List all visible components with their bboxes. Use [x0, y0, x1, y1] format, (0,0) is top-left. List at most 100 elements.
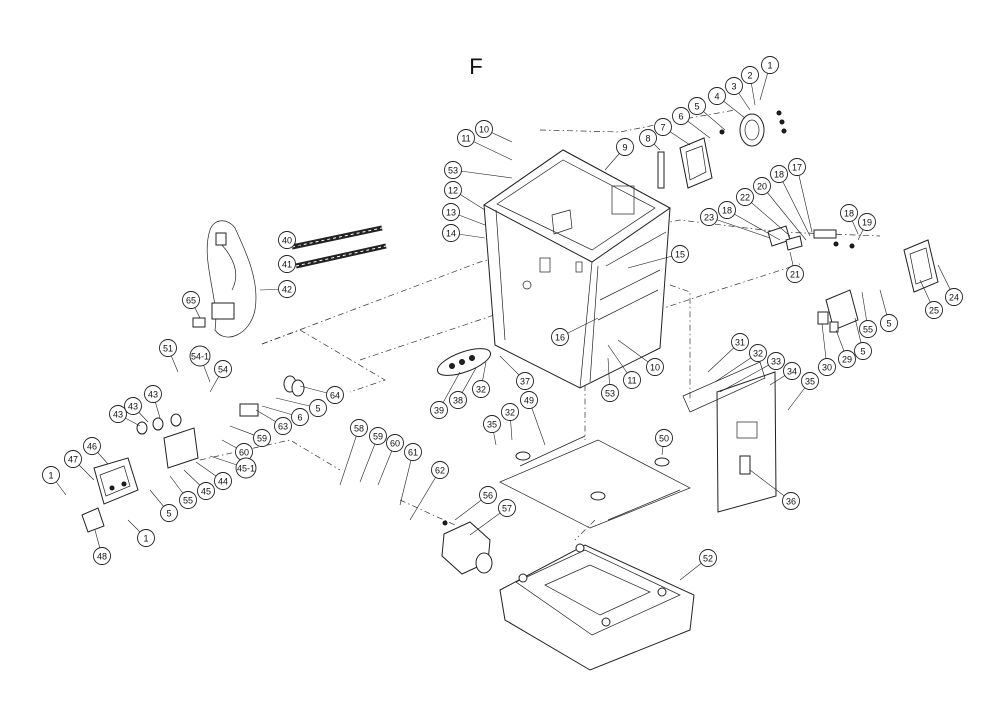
callout-58: 58 [339, 419, 368, 486]
dust-port-assembly [657, 110, 787, 189]
callout-number: 65 [186, 296, 196, 306]
callout-24: 24 [937, 264, 963, 306]
callout-number: 1 [48, 471, 53, 481]
callout-number: 18 [844, 209, 854, 219]
callout-18: 18 [770, 165, 811, 237]
callout-number: 50 [659, 434, 669, 444]
callout-6: 6 [261, 405, 309, 426]
callout-number: 59 [257, 434, 267, 444]
callout-circle [788, 158, 806, 176]
callout-number: 1 [143, 534, 148, 544]
callout-circle [444, 181, 462, 199]
callout-40: 40 [278, 231, 301, 249]
callout-number: 9 [622, 143, 627, 153]
drive-belts [291, 225, 387, 269]
callout-number: 5 [166, 509, 171, 519]
callout-49: 49 [520, 391, 546, 446]
callout-number: 60 [239, 448, 249, 458]
callout-circle [137, 529, 155, 547]
callout-circle [551, 328, 569, 346]
callout-5: 5 [275, 397, 327, 417]
callout-55: 55 [169, 475, 197, 509]
callout-number: 15 [675, 250, 685, 260]
callout-circle [109, 405, 127, 423]
callout-number: 49 [524, 396, 534, 406]
callout-number: 45 [201, 487, 211, 497]
callout-circle [925, 301, 943, 319]
callout-circle [654, 118, 672, 136]
callout-18: 18 [840, 204, 859, 235]
callout-circle [214, 472, 232, 490]
callout-circle [854, 342, 872, 360]
callout-1: 1 [759, 56, 779, 101]
callout-leader [452, 169, 513, 179]
callout-circle [646, 358, 664, 376]
callout-circle [639, 129, 657, 147]
callout-circle [124, 397, 142, 415]
callout-46: 46 [83, 437, 109, 465]
callout-60: 60 [221, 439, 253, 461]
callout-number: 32 [753, 349, 763, 359]
diagram-title: F [469, 54, 482, 79]
callout-circle [42, 466, 60, 484]
callout-number: 62 [435, 466, 445, 476]
callout-circle [783, 362, 801, 380]
callout-number: 35 [487, 420, 497, 430]
callout-35: 35 [787, 372, 819, 411]
callout-number: 44 [218, 477, 228, 487]
callout-32: 32 [501, 403, 519, 441]
callout-number: 14 [446, 229, 456, 239]
callout-9: 9 [604, 138, 634, 171]
cabinet-door [682, 361, 777, 513]
callout-39: 39 [430, 371, 461, 419]
callout-56: 56 [454, 486, 497, 521]
callout-circle [741, 66, 759, 84]
callout-circle [386, 434, 404, 452]
callout-circle [369, 427, 387, 445]
callout-circle [350, 419, 368, 437]
callout-32: 32 [714, 344, 767, 383]
callout-circle [623, 371, 641, 389]
callout-number: 31 [735, 338, 745, 348]
callout-number: 32 [476, 385, 486, 395]
callout-number: 12 [448, 186, 458, 196]
callout-7: 7 [654, 118, 691, 146]
callout-circle [601, 384, 619, 402]
callout-33: 33 [719, 352, 785, 393]
callout-circle [753, 177, 771, 195]
callout-circle [449, 391, 467, 409]
callout-circle [616, 138, 634, 156]
callout-number: 13 [446, 208, 456, 218]
callout-number: 24 [949, 293, 959, 303]
callout-circle [291, 408, 309, 426]
callout-number: 18 [722, 206, 732, 216]
callout-64: 64 [299, 385, 344, 404]
callout-circle [520, 391, 538, 409]
callout-number: 11 [461, 134, 470, 144]
callout-number: 21 [790, 270, 800, 280]
callout-number: 61 [408, 448, 418, 458]
callout-59: 59 [229, 425, 271, 447]
callout-number: 5 [694, 102, 699, 112]
callout-circle [516, 372, 534, 390]
callout-leader [399, 451, 414, 506]
callout-circle [309, 399, 327, 417]
side-panel [817, 239, 939, 333]
callout-circle [278, 280, 296, 298]
callout-circle [859, 320, 877, 338]
callout-circle [144, 385, 162, 403]
callout-circle [483, 415, 501, 433]
callout-circle [786, 265, 804, 283]
callout-number: 5 [886, 319, 891, 329]
callout-circle [655, 429, 673, 447]
callout-10: 10 [617, 339, 664, 376]
callout-leader [708, 216, 771, 239]
callout-circle [431, 461, 449, 479]
callout-circle [93, 547, 111, 565]
callout-circle [159, 339, 177, 357]
callout-circle [761, 56, 779, 74]
cabinet-stand [483, 149, 671, 389]
callout-circle [475, 120, 493, 138]
callout-circle [442, 203, 460, 221]
callout-circle [672, 107, 690, 125]
